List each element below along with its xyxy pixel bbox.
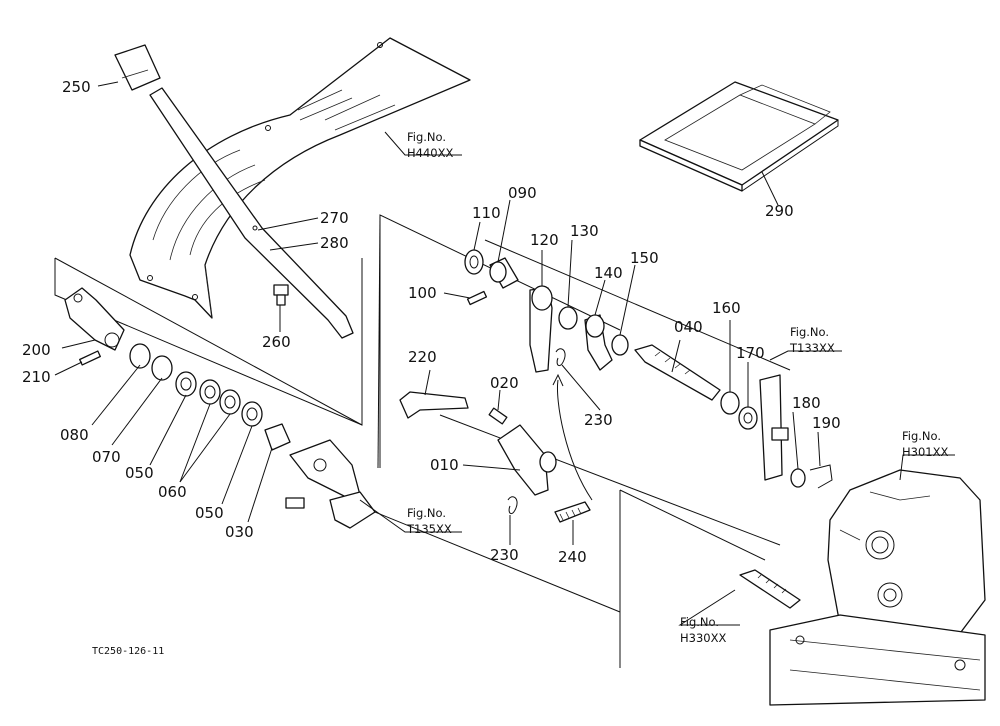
shift-lever: [114, 44, 354, 339]
label-180: 180: [792, 394, 821, 412]
label-230b: 230: [490, 546, 519, 564]
part-labels: 250 270 280 260 200 210 080 070 050 060 …: [22, 78, 841, 566]
label-150: 150: [630, 249, 659, 267]
housing: [739, 469, 986, 706]
label-260: 260: [262, 333, 291, 351]
fig-ref-h301-line1: Fig.No.: [902, 429, 941, 443]
label-230a: 230: [584, 411, 613, 429]
label-290: 290: [765, 202, 794, 220]
label-010: 010: [430, 456, 459, 474]
label-190: 190: [812, 414, 841, 432]
label-100: 100: [408, 284, 437, 302]
drawing-code: TC250-126-11: [92, 646, 164, 657]
assembly-lines: [54, 214, 791, 668]
figure-references: Fig.No. H440XX Fig.No. T133XX Fig.No. H3…: [406, 130, 948, 645]
fig-ref-t135-line2: T135XX: [406, 522, 452, 536]
fig-ref-t133-line1: Fig.No.: [790, 325, 829, 339]
left-shaft-parts: [64, 287, 376, 529]
label-060: 060: [158, 483, 187, 501]
fig-ref-h330-line1: Fig.No.: [680, 615, 719, 629]
label-130: 130: [570, 222, 599, 240]
label-110: 110: [472, 204, 501, 222]
label-160: 160: [712, 299, 741, 317]
fender-plate: [129, 37, 471, 319]
label-080: 080: [60, 426, 89, 444]
label-120: 120: [530, 231, 559, 249]
label-020: 020: [490, 374, 519, 392]
label-070: 070: [92, 448, 121, 466]
bolt-260: [273, 284, 289, 306]
fig-ref-t133-line2: T133XX: [789, 341, 835, 355]
label-240: 240: [558, 548, 587, 566]
label-140: 140: [594, 264, 623, 282]
label-200: 200: [22, 341, 51, 359]
label-270: 270: [320, 209, 349, 227]
label-040: 040: [674, 318, 703, 336]
fig-ref-h440-line1: Fig.No.: [407, 130, 446, 144]
leader-lines: [54, 81, 955, 626]
label-050a: 050: [125, 464, 154, 482]
label-090: 090: [508, 184, 537, 202]
label-280: 280: [320, 234, 349, 252]
fig-ref-h330-line2: H330XX: [680, 631, 726, 645]
label-170: 170: [736, 344, 765, 362]
fig-ref-h301-line2: H301XX: [902, 445, 948, 459]
fig-ref-t135-line1: Fig.No.: [407, 506, 446, 520]
fig-ref-h440-line2: H440XX: [407, 146, 453, 160]
manual-book: [639, 81, 839, 192]
label-220: 220: [408, 348, 437, 366]
label-250: 250: [62, 78, 91, 96]
label-050b: 050: [195, 504, 224, 522]
label-030: 030: [225, 523, 254, 541]
center-parts: [399, 249, 833, 523]
label-210: 210: [22, 368, 51, 386]
